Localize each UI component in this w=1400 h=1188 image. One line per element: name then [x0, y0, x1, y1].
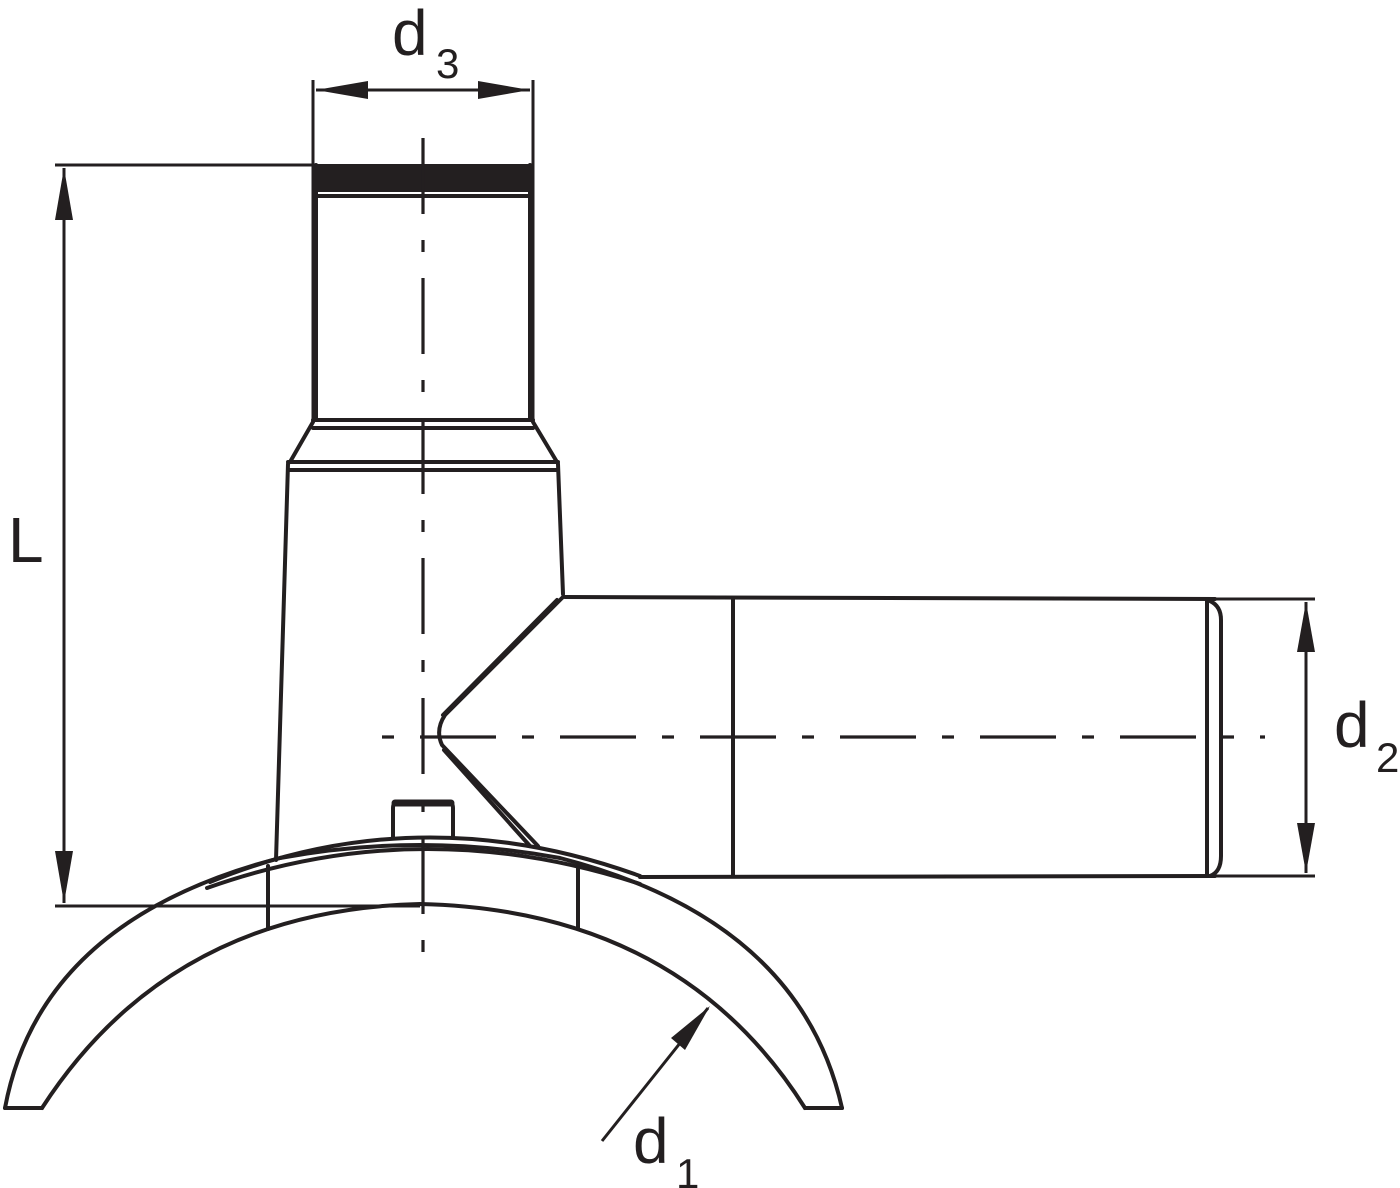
body-wall-right [556, 462, 565, 596]
tee-body [274, 462, 565, 862]
branch-junction-inner-upper [441, 598, 559, 717]
d1-arrow-icon [671, 1006, 710, 1050]
d3-arrow-right-icon [478, 81, 530, 99]
branch-junction-outer [437, 595, 565, 848]
L-arrow-up-icon [55, 168, 73, 220]
d3-label: d [392, 0, 428, 69]
dimension-d3: d 3 [311, 0, 535, 420]
dimension-d1: d 1 [600, 1006, 710, 1188]
d1-label-subscript: 1 [676, 1150, 699, 1188]
d2-label-subscript: 2 [1376, 734, 1399, 781]
dimension-d2: d 2 [1215, 597, 1399, 878]
d2-label: d [1334, 689, 1370, 761]
taper-left [288, 420, 315, 464]
branch-junction-inner-lower [442, 748, 532, 848]
pipe-inner-arc [40, 902, 807, 1110]
d3-arrow-left-icon [316, 81, 368, 99]
d3-label-subscript: 3 [436, 40, 459, 87]
L-label: L [8, 504, 44, 576]
d2-arrow-up-icon [1297, 602, 1315, 652]
taper-right [531, 420, 559, 464]
pipe-outer-arc [3, 843, 844, 1110]
body-wall-left [274, 462, 290, 862]
d1-label: d [633, 1105, 669, 1177]
branch-top-edge [563, 595, 1217, 601]
dimension-L: L [8, 163, 420, 908]
branch-end-chamfer [1208, 599, 1223, 878]
d2-arrow-down-icon [1297, 823, 1315, 873]
L-arrow-down-icon [55, 851, 73, 903]
saddle-and-main-pipe [3, 835, 844, 1110]
branch-bottom-edge [638, 874, 1217, 879]
center-lines [380, 138, 1265, 952]
